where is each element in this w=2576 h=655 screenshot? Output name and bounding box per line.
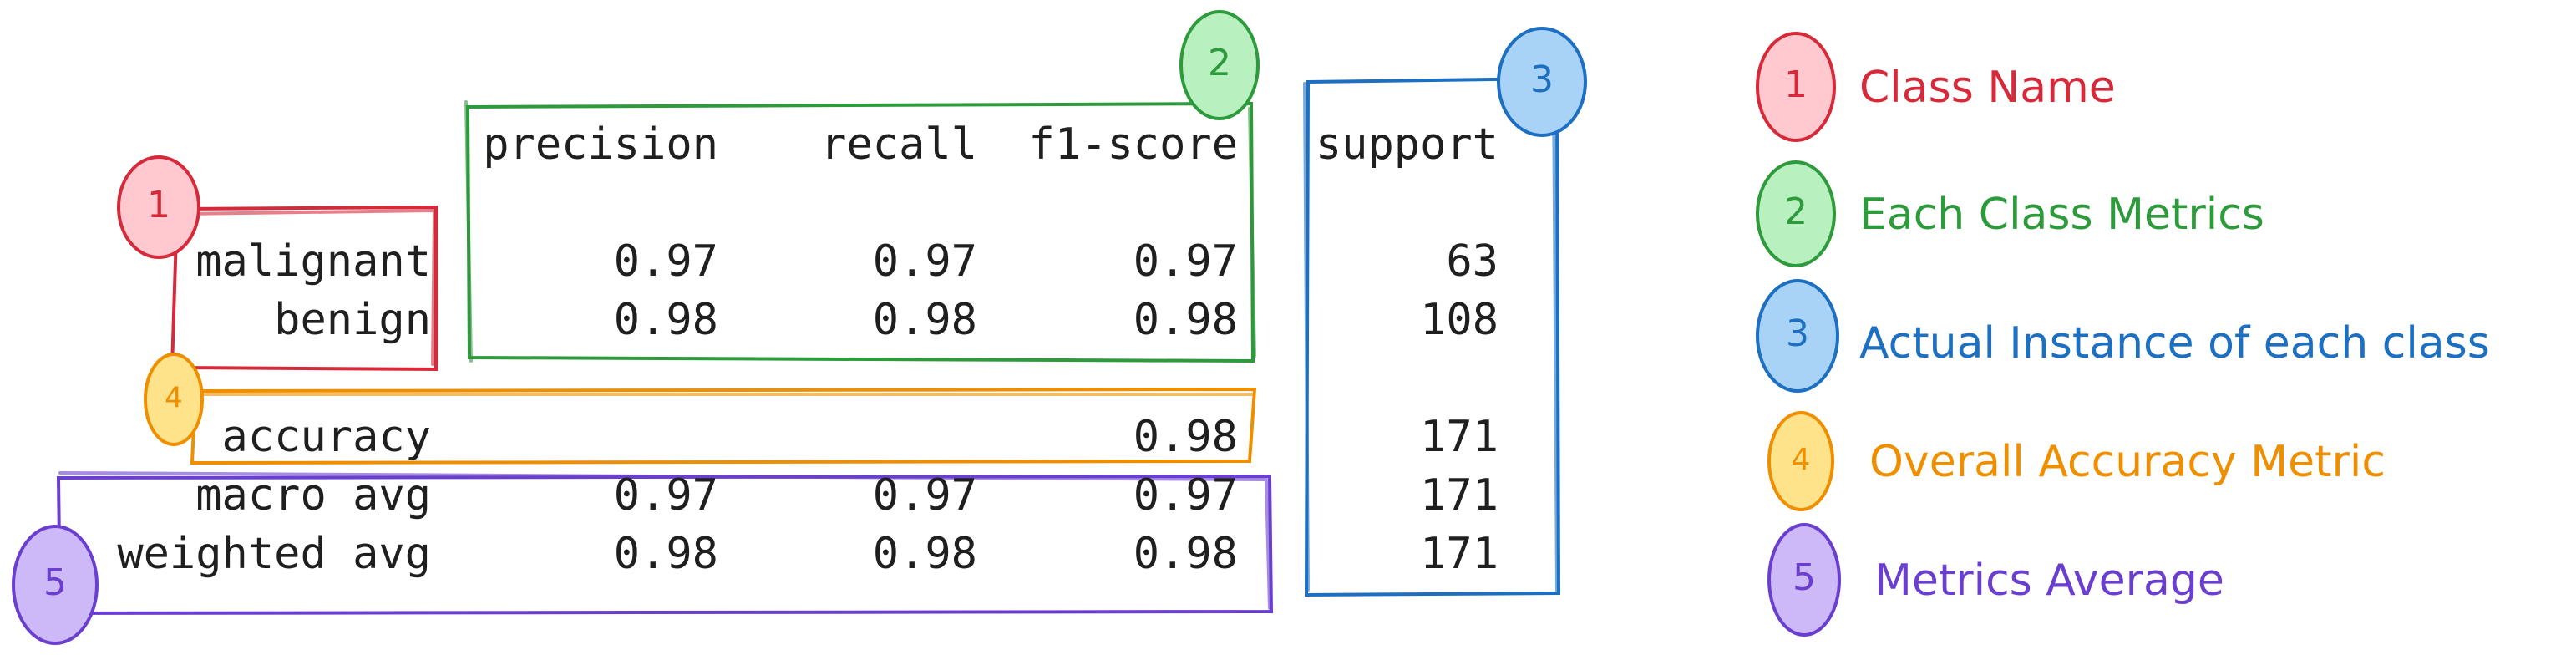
- svg-text:Metrics Average: Metrics Average: [1874, 556, 2224, 606]
- svg-text:Class Name: Class Name: [1859, 63, 2116, 113]
- row-f1: 0.98: [1133, 412, 1238, 462]
- badge-4: 4: [144, 353, 204, 446]
- svg-text:3: 3: [1786, 312, 1809, 355]
- svg-text:4: 4: [165, 382, 183, 415]
- row-label: weighted avg: [117, 529, 431, 579]
- badge-1: 1: [117, 155, 200, 259]
- badge-2: 2: [1179, 10, 1260, 120]
- row-support: 171: [1420, 470, 1498, 520]
- badge-5: 5: [12, 525, 99, 645]
- box-support: [1303, 76, 1561, 597]
- svg-text:Overall Accuracy Metric: Overall Accuracy Metric: [1869, 437, 2386, 487]
- header-recall: recall: [820, 119, 977, 170]
- legend-item-class-metrics: 2 Each Class Metrics: [1756, 160, 2264, 267]
- row-f1: 0.98: [1133, 295, 1238, 345]
- row-support: 63: [1446, 236, 1498, 287]
- legend-item-class-name: 1 Class Name: [1756, 32, 2116, 142]
- svg-text:1: 1: [1784, 63, 1808, 106]
- row-recall: 0.98: [873, 295, 977, 345]
- badge-3: 3: [1497, 27, 1587, 137]
- legend: 1 Class Name 2 Each Class Metrics 3 Actu…: [1756, 32, 2490, 637]
- row-recall: 0.97: [873, 470, 977, 520]
- svg-text:Each Class Metrics: Each Class Metrics: [1859, 190, 2264, 240]
- row-recall: 0.98: [873, 529, 977, 579]
- svg-text:3: 3: [1530, 58, 1554, 101]
- row-label: malignant: [195, 236, 431, 287]
- row-precision: 0.97: [614, 236, 718, 287]
- legend-item-accuracy: 4 Overall Accuracy Metric: [1767, 411, 2386, 511]
- report-table: precision recall f1-score support malign…: [117, 119, 1498, 579]
- row-label: macro avg: [195, 470, 431, 520]
- box-class-name: [170, 205, 438, 372]
- row-f1: 0.97: [1133, 236, 1238, 287]
- svg-text:4: 4: [1792, 443, 1811, 477]
- svg-text:2: 2: [1784, 190, 1808, 233]
- header-precision: precision: [483, 119, 718, 170]
- row-support: 108: [1420, 295, 1498, 345]
- row-precision: 0.97: [614, 470, 718, 520]
- row-precision: 0.98: [614, 529, 718, 579]
- svg-text:5: 5: [43, 561, 67, 604]
- row-recall: 0.97: [873, 236, 977, 287]
- header-f1: f1-score: [1029, 119, 1238, 170]
- row-label: accuracy: [222, 412, 431, 462]
- row-f1: 0.97: [1133, 470, 1238, 520]
- legend-item-support: 3 Actual Instance of each class: [1756, 279, 2490, 393]
- header-support: support: [1316, 119, 1498, 170]
- row-support: 171: [1420, 529, 1498, 579]
- svg-text:5: 5: [1793, 556, 1816, 599]
- legend-item-averages: 5 Metrics Average: [1767, 523, 2224, 637]
- row-precision: 0.98: [614, 295, 718, 345]
- box-class-metrics: [464, 100, 1256, 363]
- svg-text:Actual Instance of each class: Actual Instance of each class: [1859, 318, 2490, 368]
- svg-text:2: 2: [1208, 42, 1231, 84]
- row-support: 171: [1420, 412, 1498, 462]
- box-accuracy: [190, 387, 1257, 465]
- svg-text:1: 1: [147, 184, 170, 226]
- row-label: benign: [274, 295, 431, 345]
- row-f1: 0.98: [1133, 529, 1238, 579]
